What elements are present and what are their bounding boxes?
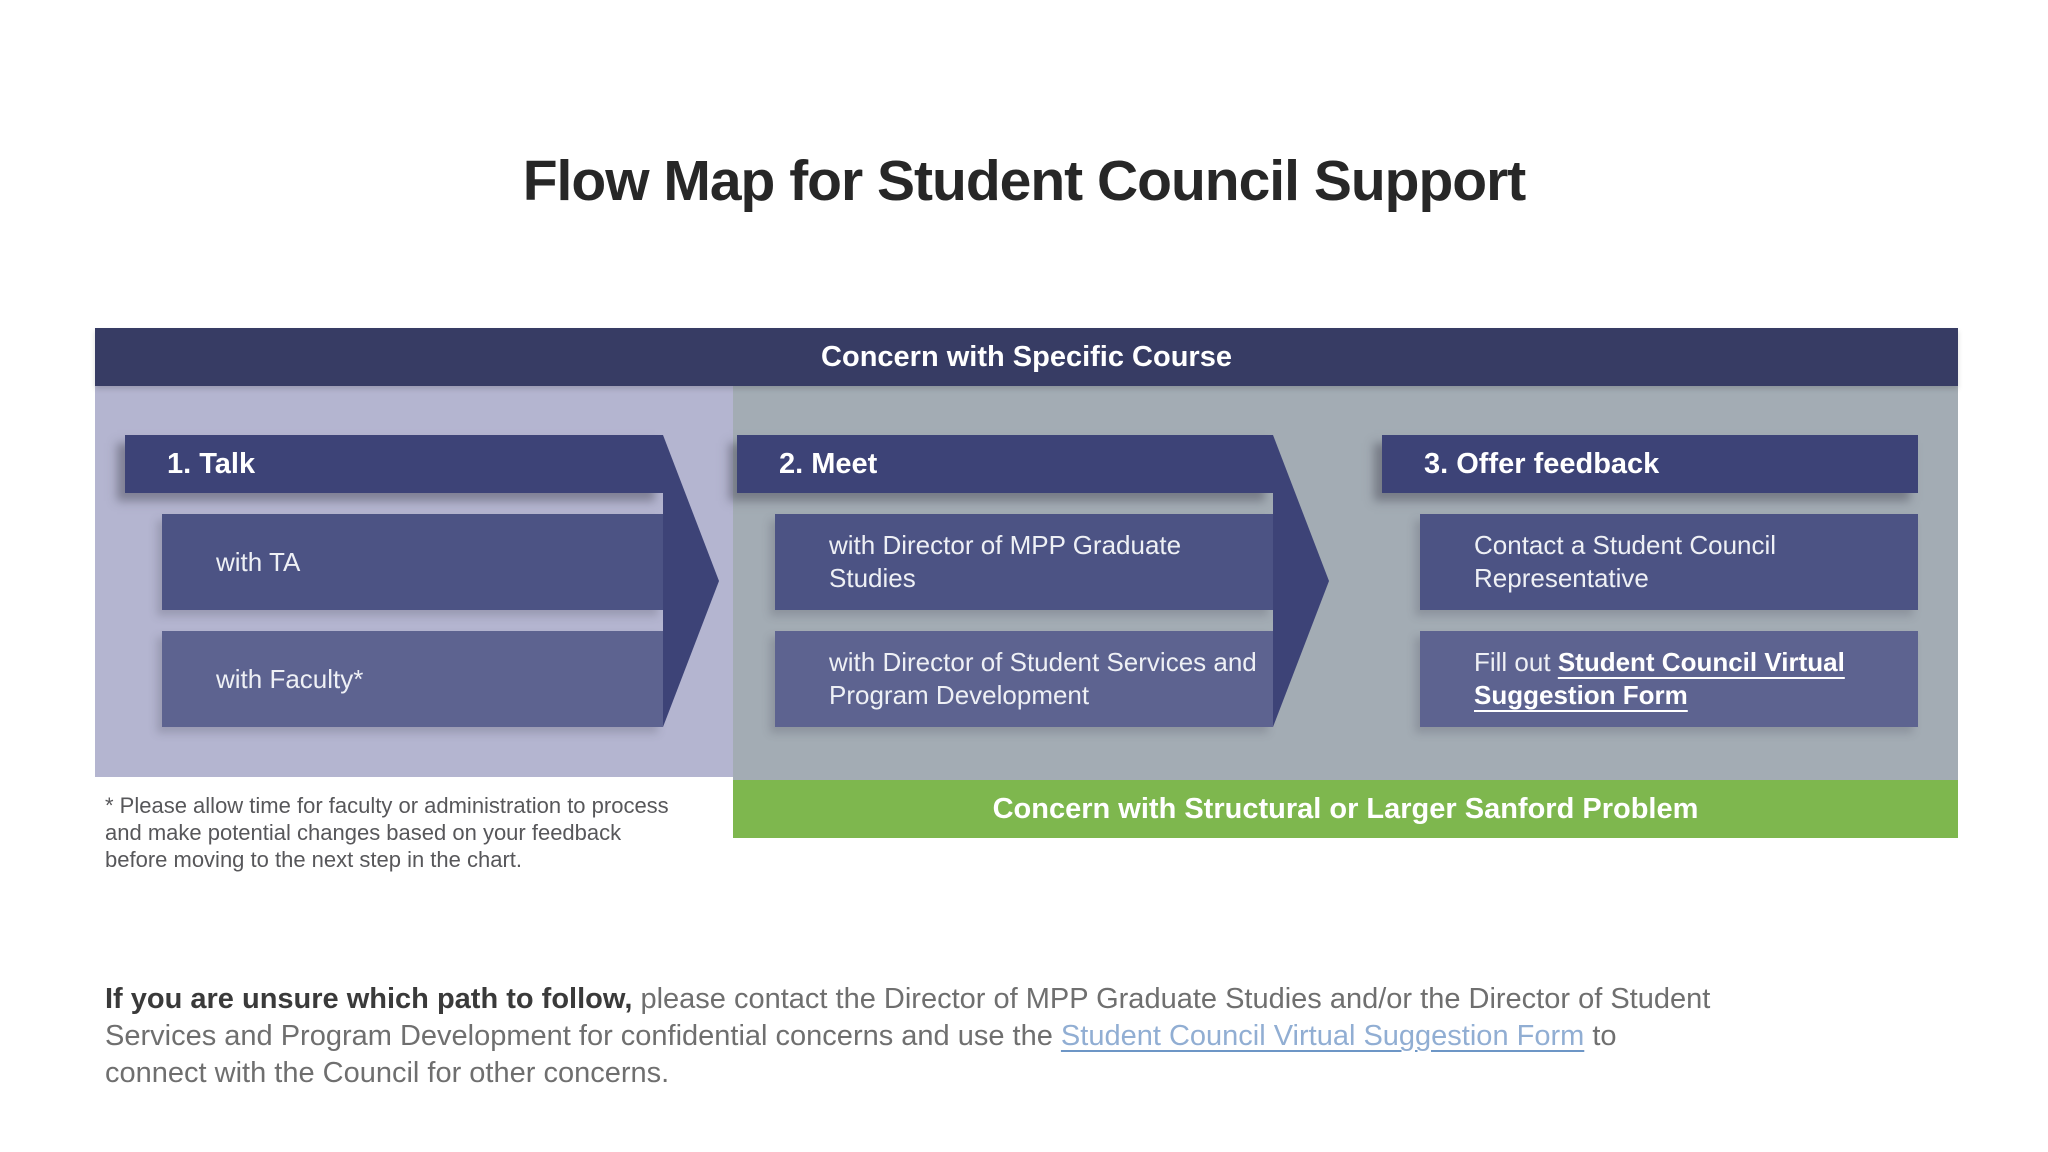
item-director-mpp-label: with Director of MPP Graduate Studies: [829, 530, 1182, 593]
closing-paragraph: If you are unsure which path to follow, …: [105, 981, 1950, 1092]
suggestion-form-link[interactable]: Student Council Virtual Suggestion Form: [1060, 1020, 1585, 1052]
top-banner: Concern with Specific Course: [95, 328, 1958, 386]
closing-lead: If you are unsure which path to follow,: [105, 983, 633, 1015]
top-banner-label: Concern with Specific Course: [821, 340, 1232, 373]
page-title: Flow Map for Student Council Support: [522, 149, 1527, 213]
item-contact-representative: Contact a Student Council Representative: [1420, 514, 1918, 610]
closing-line3: connect with the Council for other conce…: [105, 1057, 670, 1089]
footnote: * Please allow time for faculty or admin…: [105, 793, 669, 872]
bottom-banner-label: Concern with Structural or Larger Sanfor…: [992, 792, 1699, 825]
step2-header: 2. Meet: [737, 435, 1273, 493]
item-fill-out-form-label: Fill out Student Council Virtual Suggest…: [1474, 646, 1912, 712]
item-fill-out-form: Fill out Student Council Virtual Suggest…: [1420, 631, 1918, 727]
step1-header: 1. Talk: [125, 435, 663, 493]
step3-header: 3. Offer feedback: [1382, 435, 1918, 493]
suggestion-form-box-link[interactable]: Student Council Virtual Suggestion Form: [1474, 647, 1845, 710]
bottom-banner: Concern with Structural or Larger Sanfor…: [733, 780, 1958, 838]
item-director-student-services: with Director of Student Services and Pr…: [775, 631, 1273, 727]
closing-line2-after-link: to: [1584, 1020, 1617, 1052]
closing-line1: please contact the Director of MPP Gradu…: [632, 983, 1711, 1015]
item-director-student-services-label: with Director of Student Services and Pr…: [829, 647, 1257, 710]
item-with-ta-label: with TA: [216, 546, 301, 577]
item-with-faculty-label: with Faculty*: [216, 663, 364, 694]
fill-out-prefix: Fill out: [1474, 647, 1558, 677]
item-contact-representative-label: Contact a Student Council Representative: [1474, 530, 1777, 593]
item-with-ta: with TA: [162, 514, 663, 610]
closing-line2-before-link: Services and Program Development for con…: [105, 1020, 1061, 1052]
item-with-faculty: with Faculty*: [162, 631, 663, 727]
item-director-mpp: with Director of MPP Graduate Studies: [775, 514, 1273, 610]
